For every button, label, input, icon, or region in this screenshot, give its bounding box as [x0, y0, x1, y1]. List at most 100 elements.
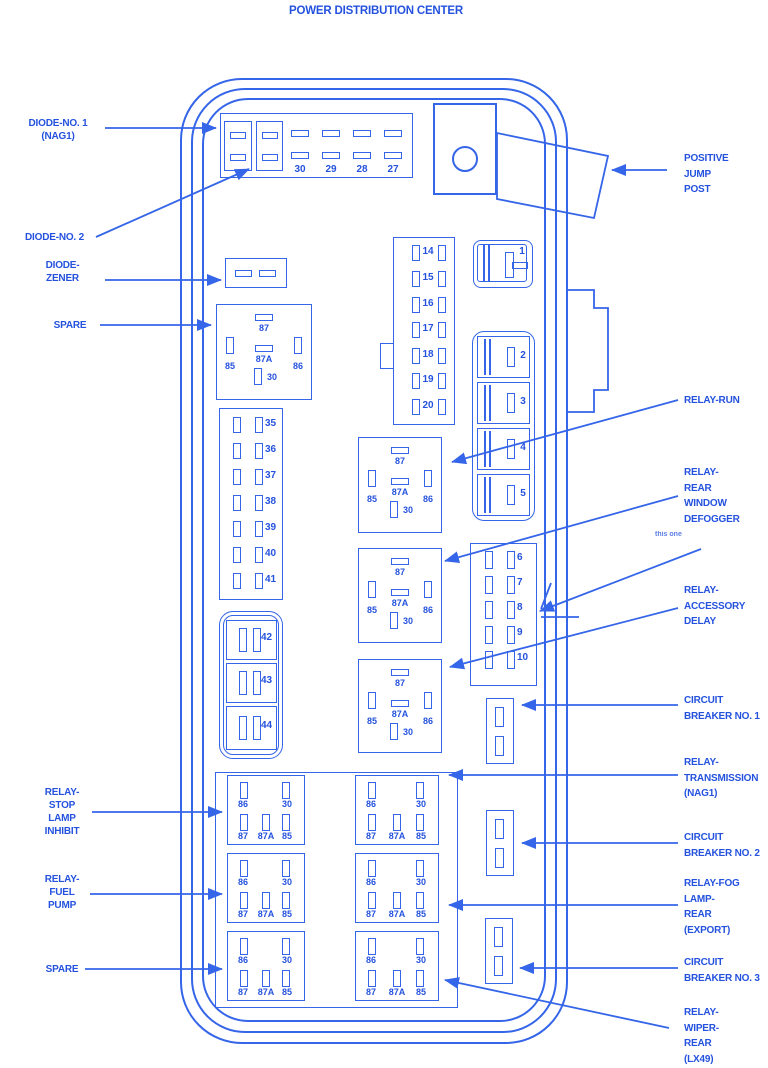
- fuse-slot: [507, 551, 515, 569]
- diode-slot: [235, 270, 252, 277]
- fuse-channel-line: [484, 431, 486, 467]
- relay-pin-slot-30: [282, 782, 290, 799]
- relay-pin-slot-30: [282, 938, 290, 955]
- fuse-slot: [233, 521, 241, 537]
- relay-pin-label-87a: 87A: [257, 987, 275, 997]
- diode-slot: [262, 132, 278, 139]
- relay-pin-label-86: 86: [365, 955, 376, 965]
- relay-rear-window-defogger-box: 87 87A 85 86 30: [358, 548, 442, 643]
- fuse-row-6: 6: [470, 551, 537, 569]
- relay-pin-slot-87a: [393, 814, 401, 831]
- relay-pin-slot-87: [391, 447, 409, 454]
- relay-pin-label-87: 87: [365, 987, 376, 997]
- relay-pin-slot-85: [416, 892, 424, 909]
- fuse-row-18: 18: [393, 348, 455, 366]
- fuse-slot: [384, 130, 402, 137]
- relay-pin-slot-86: [424, 581, 432, 598]
- diode-slot: [230, 154, 246, 161]
- relay-pin-slot-30: [390, 723, 398, 740]
- fuse-slot: [412, 373, 420, 389]
- relay-pin-slot-87a: [262, 892, 270, 909]
- fuse-row-36: 36: [219, 443, 283, 461]
- relay-pin-label-86: 86: [237, 955, 248, 965]
- label-spare-bottom: SPARE: [45, 964, 79, 975]
- label-positive-jump-post: POSITIVE JUMP POST: [684, 153, 729, 195]
- fuse-number: 37: [265, 470, 277, 481]
- fuse-number: 6: [517, 552, 523, 563]
- relay-pin-label-86: 86: [237, 877, 248, 887]
- fuse-number: 19: [422, 374, 434, 385]
- fuse-block-42-44-inner: [223, 615, 279, 755]
- fuse-slot: [438, 322, 446, 338]
- fuse-slot: [253, 671, 261, 695]
- fuse-block-14-20: [393, 237, 455, 425]
- label-diode-no-1: DIODE-NO. 1 (NAG1): [28, 118, 88, 142]
- relay-pin-slot-87a: [262, 970, 270, 987]
- relay-pin-label-85: 85: [281, 831, 292, 841]
- fuse-row-16: 16: [393, 297, 455, 315]
- fuse-channel-line: [484, 385, 486, 421]
- fuse-channel-line: [484, 477, 486, 513]
- relay-pin-label-85: 85: [281, 987, 292, 997]
- fuse-slot: [505, 252, 514, 278]
- fuse-slot: [485, 576, 493, 594]
- relay-pin-label-87: 87: [365, 831, 376, 841]
- jump-post-stud: [452, 146, 478, 172]
- fuse-slot: [255, 573, 263, 589]
- relay-pin-slot-30: [282, 860, 290, 877]
- relay-pin-slot-87: [240, 814, 248, 831]
- fuse-slot: [485, 626, 493, 644]
- fuse-slot: [384, 152, 402, 159]
- fuse-slot: [507, 651, 515, 669]
- relay-pin-label-87a: 87A: [388, 909, 406, 919]
- fuse-slot: [233, 495, 241, 511]
- relay-pin-slot-85: [282, 970, 290, 987]
- diode-slot: [230, 132, 246, 139]
- relay-pin-slot-87: [240, 892, 248, 909]
- relay-pin-label-87: 87: [365, 909, 376, 919]
- diode-slot: [262, 154, 278, 161]
- relay-pin-slot-87: [255, 314, 273, 321]
- fuse-slot: [485, 551, 493, 569]
- relay-pin-slot-85: [282, 814, 290, 831]
- label-relay-wiper-rear: RELAY- WIPER- REAR (LX49): [684, 1007, 719, 1065]
- diode-no-2-box: [256, 121, 283, 171]
- relay-pin-label-87: 87: [394, 567, 406, 577]
- relay-pin-slot-85: [416, 970, 424, 987]
- fuse-slot: [255, 443, 263, 459]
- relay-pin-slot-30: [416, 860, 424, 877]
- relay-pin-label-87: 87: [237, 831, 248, 841]
- fuse-2-cell: 2: [477, 336, 530, 378]
- fuse-number: 44: [261, 720, 273, 731]
- label-relay-run: RELAY-RUN: [684, 395, 740, 406]
- relay-pin-slot-87a: [255, 345, 273, 352]
- fuse-slot: [438, 297, 446, 313]
- fuse-block-35-41: [219, 408, 283, 600]
- relay-pin-label-86: 86: [365, 877, 376, 887]
- fuse-slot: [233, 547, 241, 563]
- fuse-number: 8: [517, 602, 523, 613]
- fuse-block-tab: [380, 343, 394, 369]
- breaker-slot: [495, 848, 504, 868]
- diagram-title: POWER DISTRIBUTION CENTER: [289, 5, 463, 17]
- relay-pin-slot-85: [282, 892, 290, 909]
- fuse-number: 42: [261, 632, 273, 643]
- relay-pin-label-30: 30: [267, 372, 278, 382]
- relay-pin-label-86: 86: [365, 799, 376, 809]
- relay-pin-label-87a: 87A: [257, 831, 275, 841]
- fuse-slot: [412, 297, 420, 313]
- label-diode-no-2: DIODE-NO. 2: [25, 232, 84, 243]
- relay-pin-slot-86: [368, 782, 376, 799]
- label-relay-accessory-delay: RELAY- ACCESSORY DELAY: [684, 585, 746, 627]
- fuse-1-inner: [477, 244, 527, 282]
- relay-pin-slot-87: [368, 892, 376, 909]
- relay-pin-label-87a: 87A: [388, 987, 406, 997]
- relay-pin-label-87: 87: [258, 323, 270, 333]
- fuse-slot: [412, 348, 420, 364]
- fuse-slot: [507, 576, 515, 594]
- fuse-number: 9: [517, 627, 523, 638]
- relay-fuel-pump-box: 86 30 87 87A 85: [227, 853, 305, 923]
- fuse-number: 29: [325, 164, 337, 175]
- fuse-row-17: 17: [393, 322, 455, 340]
